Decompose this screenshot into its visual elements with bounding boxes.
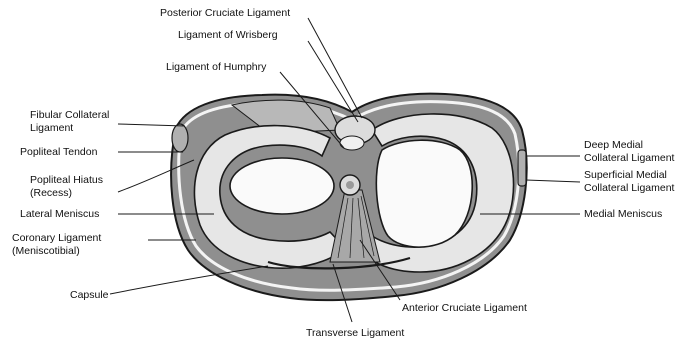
label-deep-medial-collateral-line2: Collateral Ligament [584,152,675,164]
label-fibular-collateral-ligament-line2: Ligament [30,122,73,134]
leader-fibular-collateral [118,124,185,126]
label-superficial-medial-collateral-line1: Superficial Medial [584,169,667,181]
label-superficial-medial-collateral-line2: Collateral Ligament [584,182,675,194]
tibial-plateau-illustration [171,94,527,301]
label-lateral-meniscus: Lateral Meniscus [20,208,99,220]
popliteal-tendon-knob [172,124,188,152]
label-deep-medial-collateral-line1: Deep Medial [584,139,643,151]
label-fibular-collateral-ligament-line1: Fibular Collateral [30,109,109,121]
label-transverse-ligament: Transverse Ligament [306,327,404,339]
label-popliteal-tendon: Popliteal Tendon [20,146,98,158]
label-coronary-ligament-line2: (Meniscotibial) [12,245,80,257]
label-popliteal-hiatus-line1: Popliteal Hiatus [30,174,103,186]
lateral-articular-surface [230,158,334,214]
label-popliteal-hiatus-line2: (Recess) [30,187,72,199]
label-ligament-of-wrisberg: Ligament of Wrisberg [178,29,278,41]
label-anterior-cruciate-ligament: Anterior Cruciate Ligament [402,302,527,314]
label-posterior-cruciate-ligament: Posterior Cruciate Ligament [160,7,290,19]
label-capsule: Capsule [70,289,109,301]
label-ligament-of-humphry: Ligament of Humphry [166,61,267,73]
label-medial-meniscus: Medial Meniscus [584,208,662,220]
leader-superficial-medial-collateral [526,180,580,182]
medial-collateral-knob [518,150,526,186]
label-coronary-ligament-line1: Coronary Ligament [12,232,101,244]
medial-articular-surface [376,140,472,247]
